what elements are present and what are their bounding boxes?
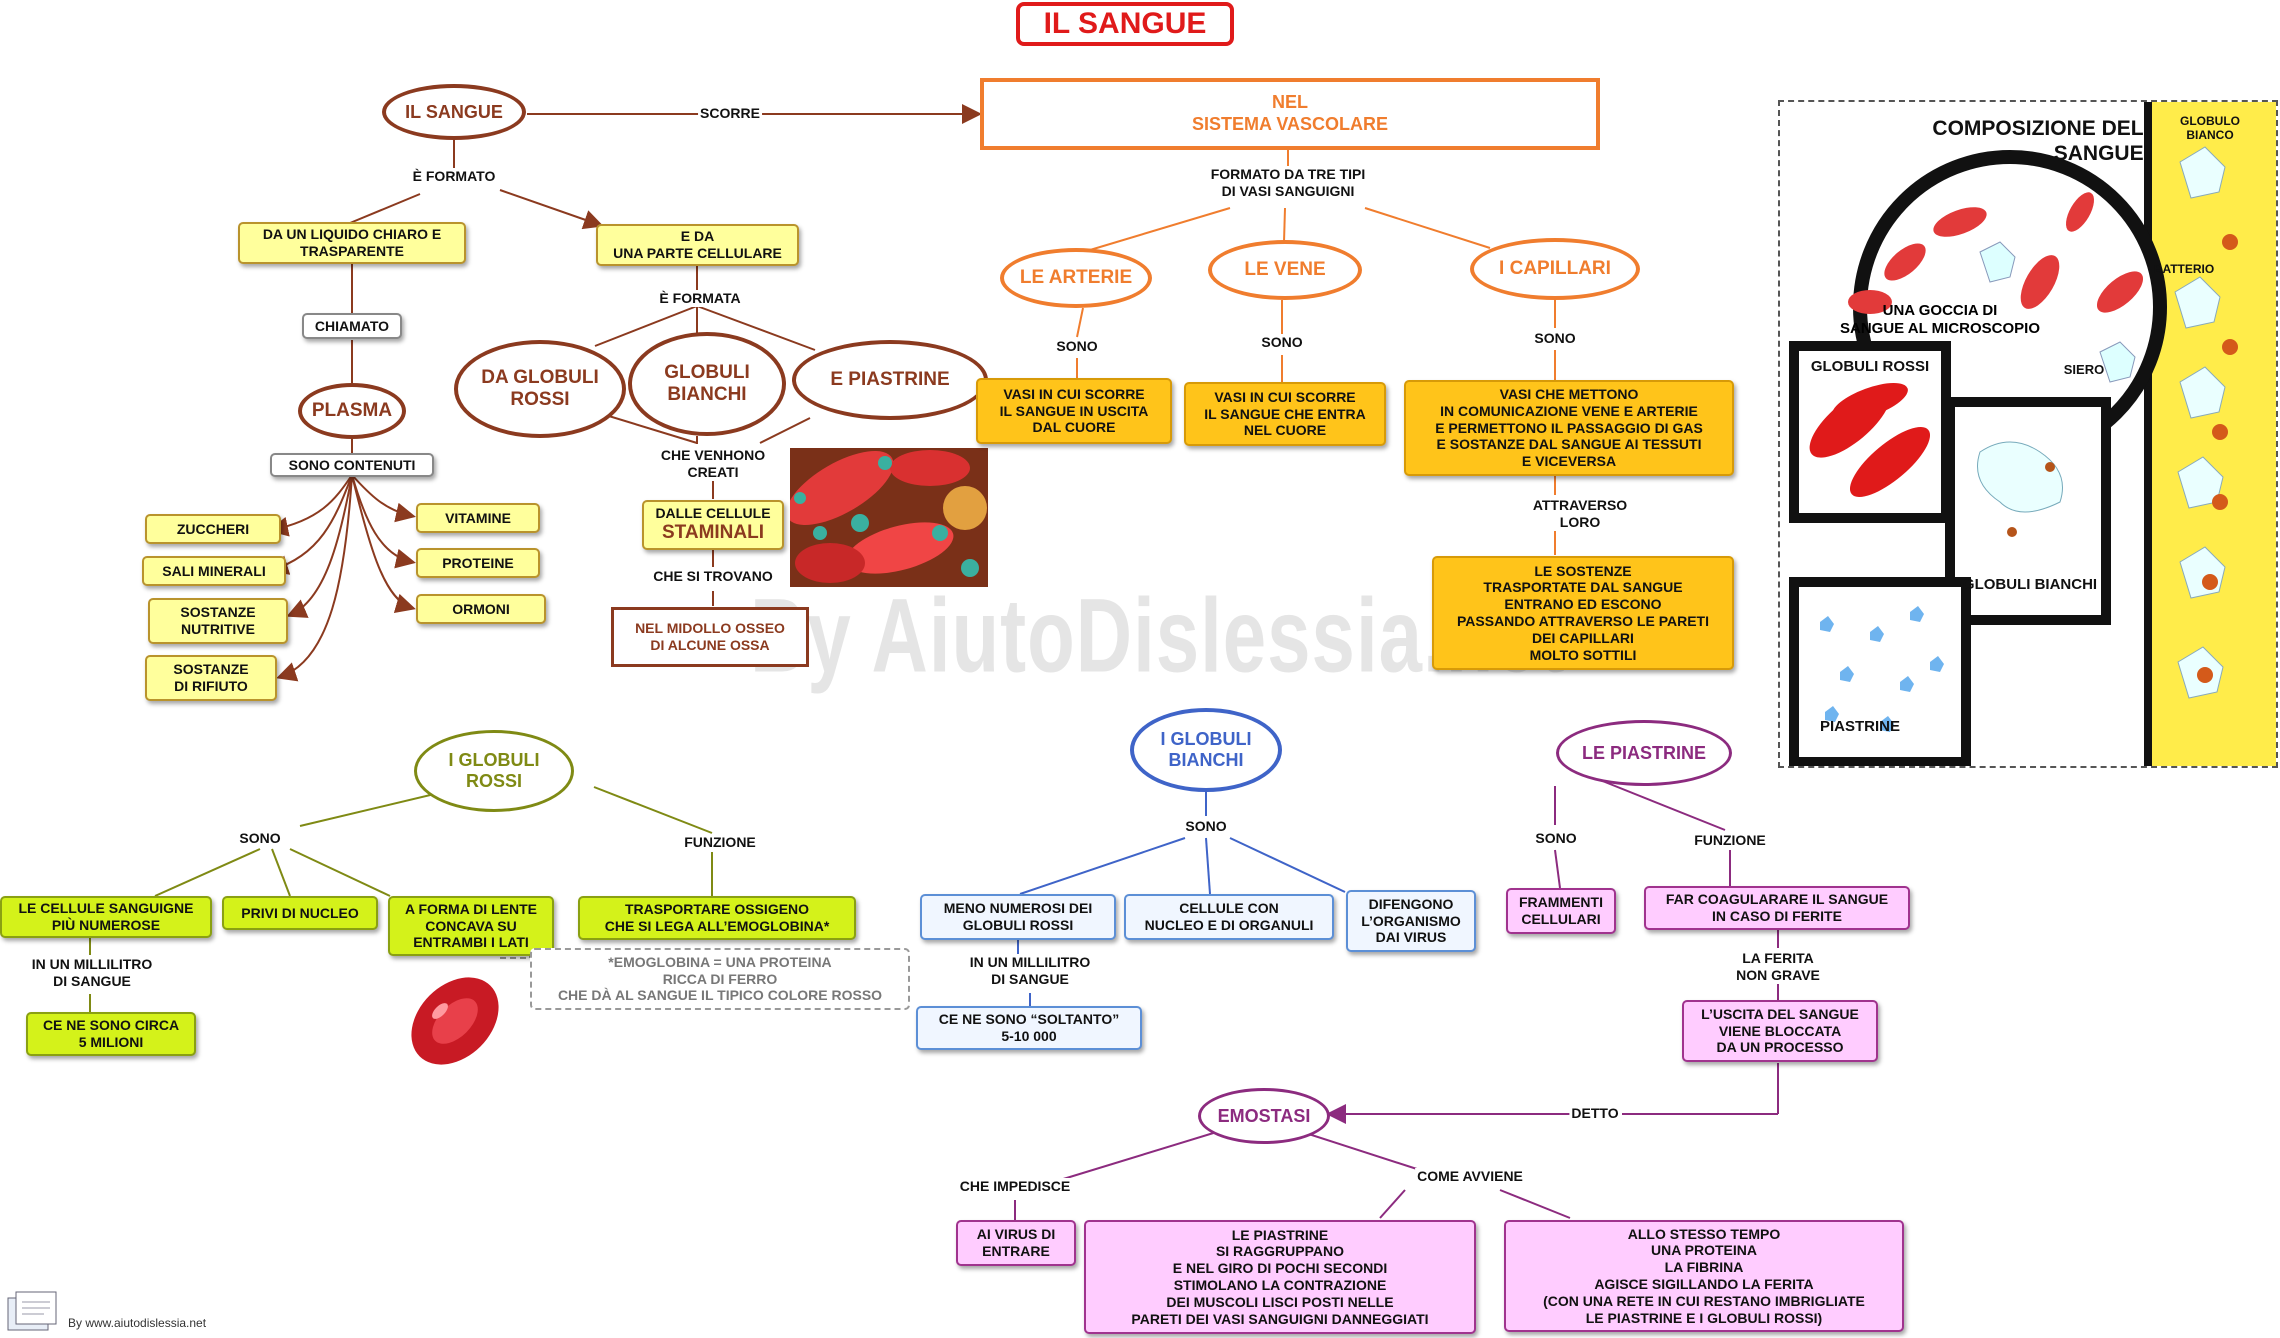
label-come-avviene: COME AVVIENE [1415,1168,1525,1185]
panel-rossi-label: GLOBULI ROSSI [1810,358,1930,375]
node-cellule-numerose: LE CELLULE SANGUIGNE PIÙ NUMEROSE [0,896,212,938]
plasma-item-sostanze-rifiuto: SOSTANZE DI RIFIUTO [145,655,277,701]
node-midollo-osseo: NEL MIDOLLO OSSEO DI ALCUNE OSSA [611,607,809,667]
node-forma-lente: A FORMA DI LENTE CONCAVA SU ENTRAMBI I L… [388,896,554,956]
cellule-staminali-line2: STAMINALI [661,522,765,543]
node-piastrine: E PIASTRINE [792,340,988,420]
label-e-formata: È FORMATA [657,290,743,307]
plasma-item-zuccheri: ZUCCHERI [145,514,281,544]
label-che-si-trovano: CHE SI TROVANO [651,568,775,585]
node-cinque-milioni: CE NE SONO CIRCA 5 MILIONI [26,1012,196,1056]
plasma-item-sali-minerali: SALI MINERALI [142,556,286,586]
node-plasma: PLASMA [298,383,406,439]
node-raggruppano: LE PIASTRINE SI RAGGRUPPANO E NEL GIRO D… [1084,1220,1476,1334]
label-sono-vene: SONO [1259,334,1305,351]
node-privi-nucleo: PRIVI DI NUCLEO [222,896,378,930]
panel-goccia-label: UNA GOCCIA DI SANGUE AL MICROSCOPIO [1839,302,2041,337]
label-sono-contenuti: SONO CONTENUTI [270,453,434,477]
label-impedisce: CHE IMPEDISCE [957,1178,1073,1195]
label-detto: DETTO [1569,1105,1621,1122]
note-emoglobina: *EMOGLOBINA = UNA PROTEINA RICCA DI FERR… [530,948,910,1010]
node-frammenti: FRAMMENTI CELLULARI [1506,888,1616,934]
panel-batterio-label: BATTERIO [2153,262,2215,276]
node-i-globuli-bianchi: I GLOBULI BIANCHI [1130,708,1282,792]
panel-title: COMPOSIZIONE DEL SANGUE [1932,117,2144,166]
plasma-item-proteine: PROTEINE [416,548,540,578]
label-scorre: SCORRE [698,105,762,122]
node-coagulare: FAR COAGULARARE IL SANGUE IN CASO DI FER… [1644,886,1910,930]
node-globuli-rossi: DA GLOBULI ROSSI [454,340,626,438]
node-i-globuli-rossi: I GLOBULI ROSSI [414,730,574,812]
label-millilitro-rossi: IN UN MILLILITRO DI SANGUE [29,956,155,990]
panel-siero-label: SIERO [2063,362,2105,377]
node-cellule-nucleo: CELLULE CON NUCLEO E DI ORGANULI [1124,894,1334,940]
logo-icon [7,1291,57,1331]
red-blood-cell-illustration [411,977,499,1065]
label-funzione-rossi: FUNZIONE [682,834,758,851]
node-il-sangue: IL SANGUE [382,84,526,140]
plasma-item-vitamine: VITAMINE [416,503,540,533]
label-ferita: LA FERITA NON GRAVE [1734,950,1822,984]
label-attraverso-loro: ATTRAVERSO LORO [1530,497,1630,531]
footer-credit[interactable]: By www.aiutodislessia.net [68,1316,207,1330]
plasma-item-ormoni: ORMONI [416,594,546,624]
watermark: By AiutoDislessia.net [750,575,1566,695]
node-soltanto: CE NE SONO “SOLTANTO” 5-10 000 [916,1006,1142,1050]
label-sono-bianchi: SONO [1183,818,1229,835]
node-sistema-vascolare: NEL SISTEMA VASCOLARE [980,78,1600,150]
node-globuli-bianchi: GLOBULI BIANCHI [628,332,786,436]
node-capillari: I CAPILLARI [1470,238,1640,300]
node-capillari-desc: VASI CHE METTONO IN COMUNICAZIONE VENE E… [1404,380,1734,476]
node-sostanze-desc: LE SOSTENZE TRASPORTATE DAL SANGUE ENTRA… [1432,556,1734,670]
node-virus-entrare: AI VIRUS DI ENTRARE [956,1220,1076,1266]
page-title: IL SANGUE [1016,2,1234,46]
node-arterie: LE ARTERIE [1000,248,1152,308]
node-arterie-desc: VASI IN CUI SCORRE IL SANGUE IN USCITA D… [976,378,1172,444]
label-sono-arterie: SONO [1054,338,1100,355]
label-e-formato: È FORMATO [410,168,498,185]
node-difendono: DIFENGONO L’ORGANISMO DAI VIRUS [1346,890,1476,952]
composition-illustration [1789,102,2276,766]
node-meno-numerosi: MENO NUMEROSI DEI GLOBULI ROSSI [920,894,1116,940]
cellule-staminali-line1: DALLE CELLULE [655,505,771,522]
node-vene: LE VENE [1208,240,1362,300]
label-chiamato: CHIAMATO [302,313,402,339]
composition-panel: COMPOSIZIONE DEL SANGUE UNA GOCCIA DI SA… [1778,100,2278,768]
node-trasportare-ossigeno: TRASPORTARE OSSIGENO CHE SI LEGA ALL’EMO… [578,896,856,940]
label-sono-piastrine: SONO [1533,830,1579,847]
node-vene-desc: VASI IN CUI SCORRE IL SANGUE CHE ENTRA N… [1184,382,1386,446]
label-che-vengono: CHE VENHONO CREATI [658,447,768,481]
label-formato-tre-tipi: FORMATO DA TRE TIPI DI VASI SANGUIGNI [1208,166,1368,200]
node-liquido: DA UN LIQUIDO CHIARO E TRASPARENTE [238,222,466,264]
label-sono-rossi: SONO [237,830,283,847]
node-uscita: L’USCITA DEL SANGUE VIENE BLOCCATA DA UN… [1682,1000,1878,1062]
node-emostasi: EMOSTASI [1198,1088,1330,1144]
panel-bianchi-label: GLOBULI BIANCHI [1962,576,2098,593]
label-funzione-piastrine: FUNZIONE [1692,832,1768,849]
panel-piastrine-label: PIASTRINE [1819,718,1901,735]
blood-cells-photo [790,448,988,587]
node-fibrina: ALLO STESSO TEMPO UNA PROTEINA LA FIBRIN… [1504,1220,1904,1332]
label-millilitro-bianchi: IN UN MILLILITRO DI SANGUE [967,954,1093,988]
node-parte-cellulare: E DA UNA PARTE CELLULARE [596,224,799,266]
label-sono-capillari: SONO [1532,330,1578,347]
node-le-piastrine: LE PIASTRINE [1556,720,1732,786]
node-cellule-staminali: DALLE CELLULE STAMINALI [642,500,784,550]
plasma-item-sostanze-nutritive: SOSTANZE NUTRITIVE [148,598,288,644]
panel-globulo-bianco-label: GLOBULO BIANCO [2180,114,2240,143]
